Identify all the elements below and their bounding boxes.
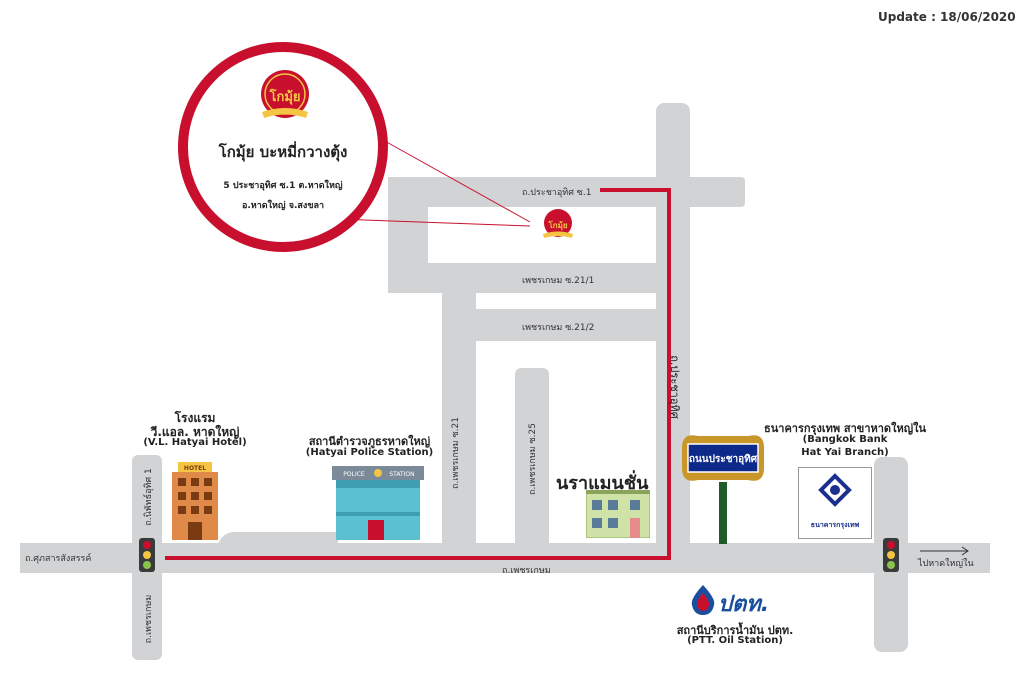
shop-logo-text: โกมุ้ย (268, 88, 300, 105)
label-sukarn: ถ.ศุภสารสังสรรค์ (25, 554, 92, 564)
hotel-label-th1: โรงแรม (174, 411, 216, 425)
traffic-light-icon (139, 538, 155, 572)
hotel-label-en: (V.L. Hatyai Hotel) (143, 437, 247, 448)
ptt-label-en: (PTT. Oil Station) (687, 635, 783, 646)
shop-callout-circle (178, 42, 388, 252)
label-soi1: ถ.ประชาอุทิศ ซ.1 (522, 188, 592, 198)
arrow-right-icon (920, 546, 969, 556)
road-21-2 (476, 309, 658, 341)
shop-marker-text: โกมุ้ย (547, 220, 567, 231)
hotel-sign-text: HOTEL (184, 465, 206, 472)
naraman-label: นราแมนชั่น (556, 473, 649, 494)
police-sign-right: STATION (389, 471, 414, 478)
police-sign-left: POLICE (343, 471, 365, 478)
shop-map-marker-icon[interactable]: โกมุ้ย (538, 207, 578, 241)
label-soi21: ถ.เพชรเกษม ซ.21 (451, 417, 461, 489)
label-to-hatyai-nai: ไปหาดใหญ่ใน (918, 559, 974, 569)
street-sign-icon (678, 428, 768, 544)
label-prachauthit: ถ.ประชาอุทิศ (668, 355, 681, 419)
bank-label-en2: Hat Yai Branch) (801, 447, 889, 458)
road-hotel-curve (218, 532, 338, 548)
label-phetkasem-south: ถ.เพชรเกษม (144, 594, 154, 644)
road-soi21 (442, 285, 476, 545)
police-label-th: สถานีตำรวจภูธรหาดใหญ่ (308, 435, 431, 448)
ptt-label-th: สถานีบริการน้ำมัน ปตท. (676, 624, 794, 637)
ptt-logo-text: ปตท. (718, 592, 770, 617)
label-phetkasem-main: ถ.เพชรเกษม (502, 566, 551, 576)
hotel-label-th2: วี.แอล. หาดใหญ่ (150, 425, 240, 439)
bank-logo-icon: ธนาคารกรุงเทพ (798, 467, 872, 539)
police-station-icon: POLICE STATION (332, 466, 424, 540)
road-21-1 (388, 263, 658, 293)
apartment-building-icon (586, 490, 650, 538)
update-label: Update : 18/06/2020 (878, 10, 1016, 24)
bank-label-th: ธนาคารกรุงเทพ สาขาหาดใหญ่ใน (764, 422, 926, 435)
label-21-2: เพชรเกษม ซ.21/2 (522, 323, 595, 333)
label-21-1: เพชรเกษม ซ.21/1 (522, 276, 595, 286)
ptt-logo-icon (688, 583, 718, 617)
road-soi25 (515, 368, 549, 546)
label-niphat: ถ.นิพัทธ์อุทิศ 1 (144, 468, 154, 526)
shop-name: โกมุ้ย บะหมี่กวางตุ้ง (218, 143, 348, 161)
bank-label-en1: (Bangkok Bank (802, 434, 888, 445)
police-label-en: (Hatyai Police Station) (305, 447, 434, 458)
shop-address-line1: 5 ประชาอุทิศ ซ.1 ต.หาดใหญ่ (223, 181, 343, 191)
hotel-building-icon: HOTEL (170, 462, 220, 540)
label-soi25: ถ.เพชรเกษม ซ.25 (528, 423, 538, 495)
street-sign-text: ถนนประชาอุทิศ (688, 454, 758, 465)
shop-address-line2: อ.หาดใหญ่ จ.สงขลา (241, 201, 325, 211)
shop-logo-icon: โกมุ้ย (256, 68, 314, 124)
traffic-light-icon (883, 538, 899, 572)
bank-logo-text: ธนาคารกรุงเทพ (810, 521, 860, 529)
